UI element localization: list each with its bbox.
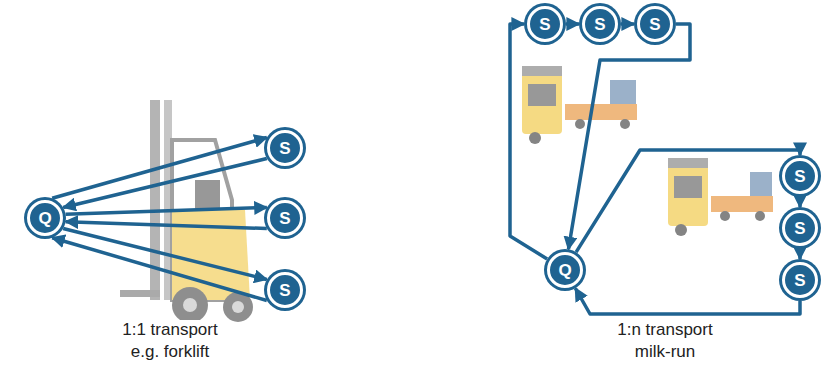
station-letter: S [594, 15, 605, 34]
transport-route [63, 159, 267, 208]
tugger-wheel [675, 224, 687, 236]
transport-route [575, 288, 800, 314]
station-circle: Q [547, 252, 583, 288]
station-circle: S [637, 6, 673, 42]
caption-label: e.g. forklift [129, 342, 211, 362]
tugger-wheel [620, 119, 630, 129]
transport-route [568, 24, 690, 249]
tugger-load [610, 80, 636, 104]
tugger-train-illustration [522, 66, 637, 144]
forklift-fork [120, 290, 160, 297]
station-letter: S [539, 15, 550, 34]
transport-route [510, 24, 547, 259]
station-letter: S [279, 139, 290, 158]
forklift-body [172, 210, 250, 300]
station-circle: S [527, 6, 563, 42]
tugger-window [674, 176, 702, 198]
tugger-wheel [529, 132, 541, 144]
station-letter: S [794, 271, 805, 290]
tugger-load [750, 172, 772, 196]
station-letter: S [794, 219, 805, 238]
tugger-body [522, 72, 562, 134]
caption-label: 1:1 transport [120, 320, 219, 340]
station-circle: Q [27, 200, 63, 236]
tugger-roof [668, 158, 708, 168]
station-letter: S [794, 167, 805, 186]
transport-route [66, 222, 267, 229]
transport-route [52, 238, 267, 301]
station-letter: S [649, 15, 660, 34]
transport-route [576, 150, 800, 252]
tugger-roof [522, 66, 562, 76]
station-circle: S [782, 210, 818, 246]
station-circle: S [782, 158, 818, 194]
forklift-hub [232, 301, 244, 313]
tugger-wheel [720, 211, 730, 221]
forklift-seat [195, 180, 220, 210]
station-letter: S [279, 209, 290, 228]
transport-route [566, 22, 579, 26]
tugger-train-illustration [668, 158, 773, 236]
tugger-body [668, 164, 708, 226]
caption-label: 1:n transport [615, 320, 714, 340]
transport-route [798, 249, 802, 259]
caption-label: milk-run [633, 342, 697, 362]
station-circle: S [582, 6, 618, 42]
tugger-cart [565, 104, 637, 120]
station-circle: S [267, 130, 303, 166]
tugger-cart [711, 196, 773, 212]
forklift-wheel [172, 287, 208, 323]
forklift-hub [183, 298, 197, 312]
tugger-wheel [575, 119, 585, 129]
station-circle: S [267, 200, 303, 236]
tugger-wheel [755, 211, 765, 221]
station-letter: Q [38, 209, 51, 228]
station-letter: Q [558, 261, 571, 280]
transport-route [66, 208, 267, 215]
station-circle: S [267, 272, 303, 308]
transport-route [621, 22, 634, 26]
tugger-window [528, 84, 556, 106]
station-letter: S [279, 281, 290, 300]
station-circle: S [782, 262, 818, 298]
transport-route [798, 197, 802, 207]
